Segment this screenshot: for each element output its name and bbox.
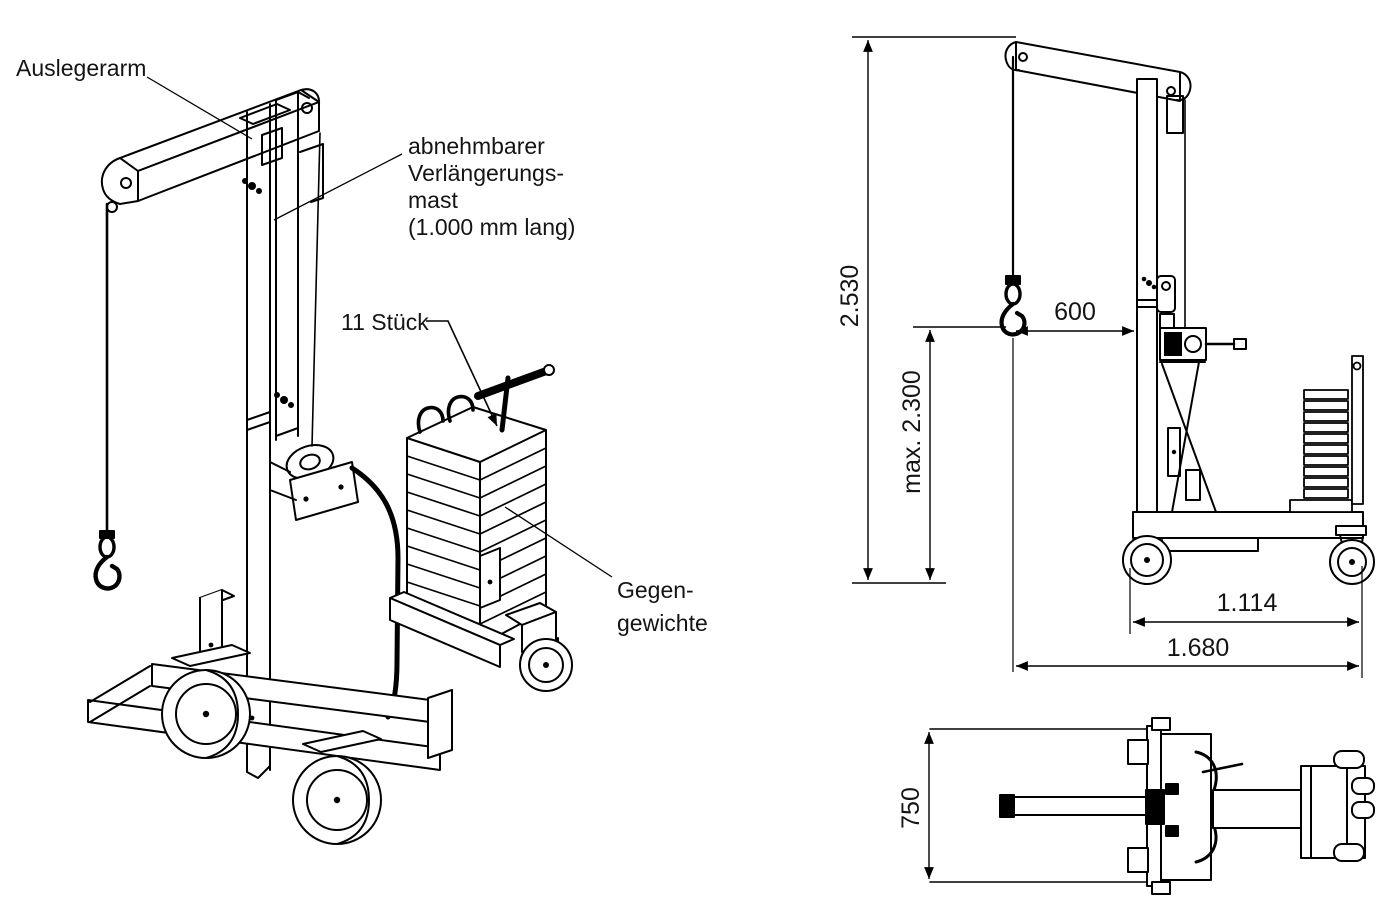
dim-overall-height: 2.530 [836, 265, 864, 328]
side-base [1122, 511, 1375, 585]
winch [269, 444, 359, 521]
side-view [999, 41, 1375, 585]
leader-jib-arm [146, 76, 253, 140]
side-counterweights [1289, 355, 1364, 513]
dimension-lines [146, 36, 1363, 879]
dim-max-hook-height: max. 2.300 [898, 370, 926, 494]
top-view [929, 717, 1375, 895]
push-handle [349, 465, 401, 720]
label-extension-mast-line-2: Verlängerungs- [408, 160, 564, 186]
side-jib-arm [1004, 41, 1192, 134]
dim-overall-width: 750 [897, 787, 925, 829]
leader-counterweights [504, 506, 613, 578]
leader-extension-mast [273, 153, 403, 221]
label-jib-arm: Auslegerarm [16, 55, 146, 81]
side-mast [1136, 78, 1201, 546]
isometric-view [87, 88, 573, 845]
label-counterweights-line-1: Gegen- [617, 577, 694, 603]
dim-base-length: 1.114 [1217, 589, 1278, 617]
dim-reach: 600 [1054, 298, 1096, 326]
label-count: 11 Stück [341, 309, 429, 335]
label-extension-mast-line-1: abnehmbarer [408, 133, 545, 159]
label-extension-mast-line-4: (1.000 mm lang) [408, 214, 575, 240]
mast [239, 91, 321, 779]
hook-cable [93, 202, 122, 591]
side-hook [999, 55, 1027, 337]
top-counterweights [1212, 750, 1375, 862]
label-extension-mast-line-3: mast [408, 187, 458, 213]
dim-overall-length: 1.680 [1167, 634, 1230, 662]
leader-count [426, 320, 498, 427]
annotations: Auslegerarm abnehmbarer Verlängerungs- m… [16, 55, 1277, 829]
jib-arm [101, 88, 324, 213]
top-chassis [999, 717, 1244, 895]
label-counterweights-line-2: gewichte [617, 610, 708, 636]
chassis [87, 547, 573, 845]
counterweight-stack [406, 364, 555, 646]
side-winch [1159, 327, 1247, 513]
wing-screw-icon [242, 178, 294, 408]
